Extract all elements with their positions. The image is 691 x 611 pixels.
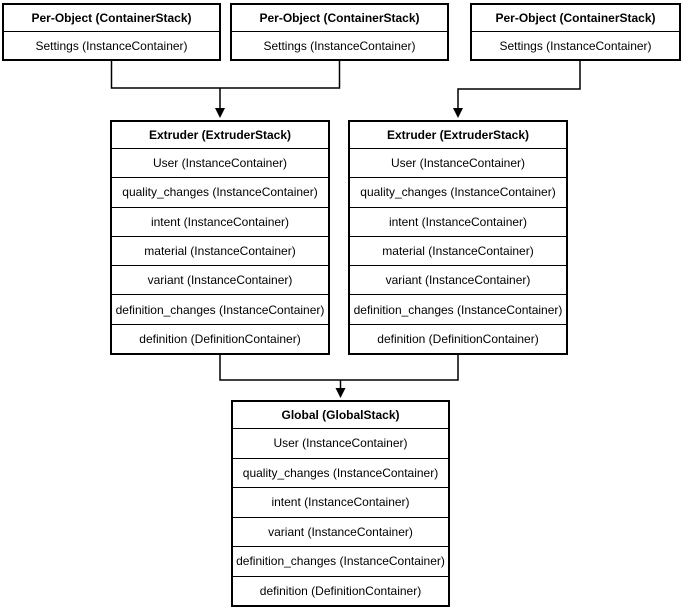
row-definition-changes: definition_changes (InstanceContainer) <box>112 295 328 325</box>
row-user: User (InstanceContainer) <box>112 149 328 179</box>
row-settings: Settings (InstanceContainer) <box>263 38 416 53</box>
row-material: material (InstanceContainer) <box>112 237 328 267</box>
global-stack-title: Global (GlobalStack) <box>233 402 448 429</box>
extruder-stack-1-title: Extruder (ExtruderStack) <box>112 122 328 149</box>
row-quality-changes: quality_changes (InstanceContainer) <box>350 178 566 208</box>
row-definition-changes: definition_changes (InstanceContainer) <box>350 295 566 325</box>
row-user: User (InstanceContainer) <box>350 149 566 179</box>
row-material: material (InstanceContainer) <box>350 237 566 267</box>
row-quality-changes: quality_changes (InstanceContainer) <box>233 459 448 488</box>
row-definition: definition (DefinitionContainer) <box>259 583 422 598</box>
extruder-stack-2-title: Extruder (ExtruderStack) <box>350 122 566 149</box>
arrow-per-objects-to-extruder-1 <box>110 60 341 116</box>
row-variant: variant (InstanceContainer) <box>233 518 448 547</box>
extruder-stack-1: Extruder (ExtruderStack) User (InstanceC… <box>110 120 330 355</box>
global-stack: Global (GlobalStack) User (InstanceConta… <box>231 400 450 607</box>
row-settings: Settings (InstanceContainer) <box>499 38 652 53</box>
per-object-stack-3: Per-Object (ContainerStack) Settings (In… <box>470 3 681 61</box>
row-quality-changes: quality_changes (InstanceContainer) <box>112 178 328 208</box>
row-variant: variant (InstanceContainer) <box>350 266 566 296</box>
row-settings: Settings (InstanceContainer) <box>35 38 188 53</box>
per-object-stack-3-title: Per-Object (ContainerStack) <box>472 5 679 32</box>
row-definition-changes: definition_changes (InstanceContainer) <box>233 547 448 577</box>
per-object-stack-2: Per-Object (ContainerStack) Settings (In… <box>230 3 449 61</box>
row-user: User (InstanceContainer) <box>233 429 448 459</box>
arrow-per-object-to-extruder-2 <box>453 60 581 118</box>
per-object-stack-1: Per-Object (ContainerStack) Settings (In… <box>2 3 221 61</box>
row-definition: definition (DefinitionContainer) <box>377 331 539 346</box>
arrow-extruders-to-global <box>219 353 459 396</box>
per-object-stack-1-title: Per-Object (ContainerStack) <box>4 5 219 32</box>
per-object-stack-2-title: Per-Object (ContainerStack) <box>232 5 447 32</box>
row-intent: intent (InstanceContainer) <box>112 208 328 237</box>
row-intent: intent (InstanceContainer) <box>350 208 566 237</box>
row-definition: definition (DefinitionContainer) <box>139 331 301 346</box>
row-variant: variant (InstanceContainer) <box>112 266 328 296</box>
extruder-stack-2: Extruder (ExtruderStack) User (InstanceC… <box>348 120 568 355</box>
row-intent: intent (InstanceContainer) <box>233 488 448 518</box>
